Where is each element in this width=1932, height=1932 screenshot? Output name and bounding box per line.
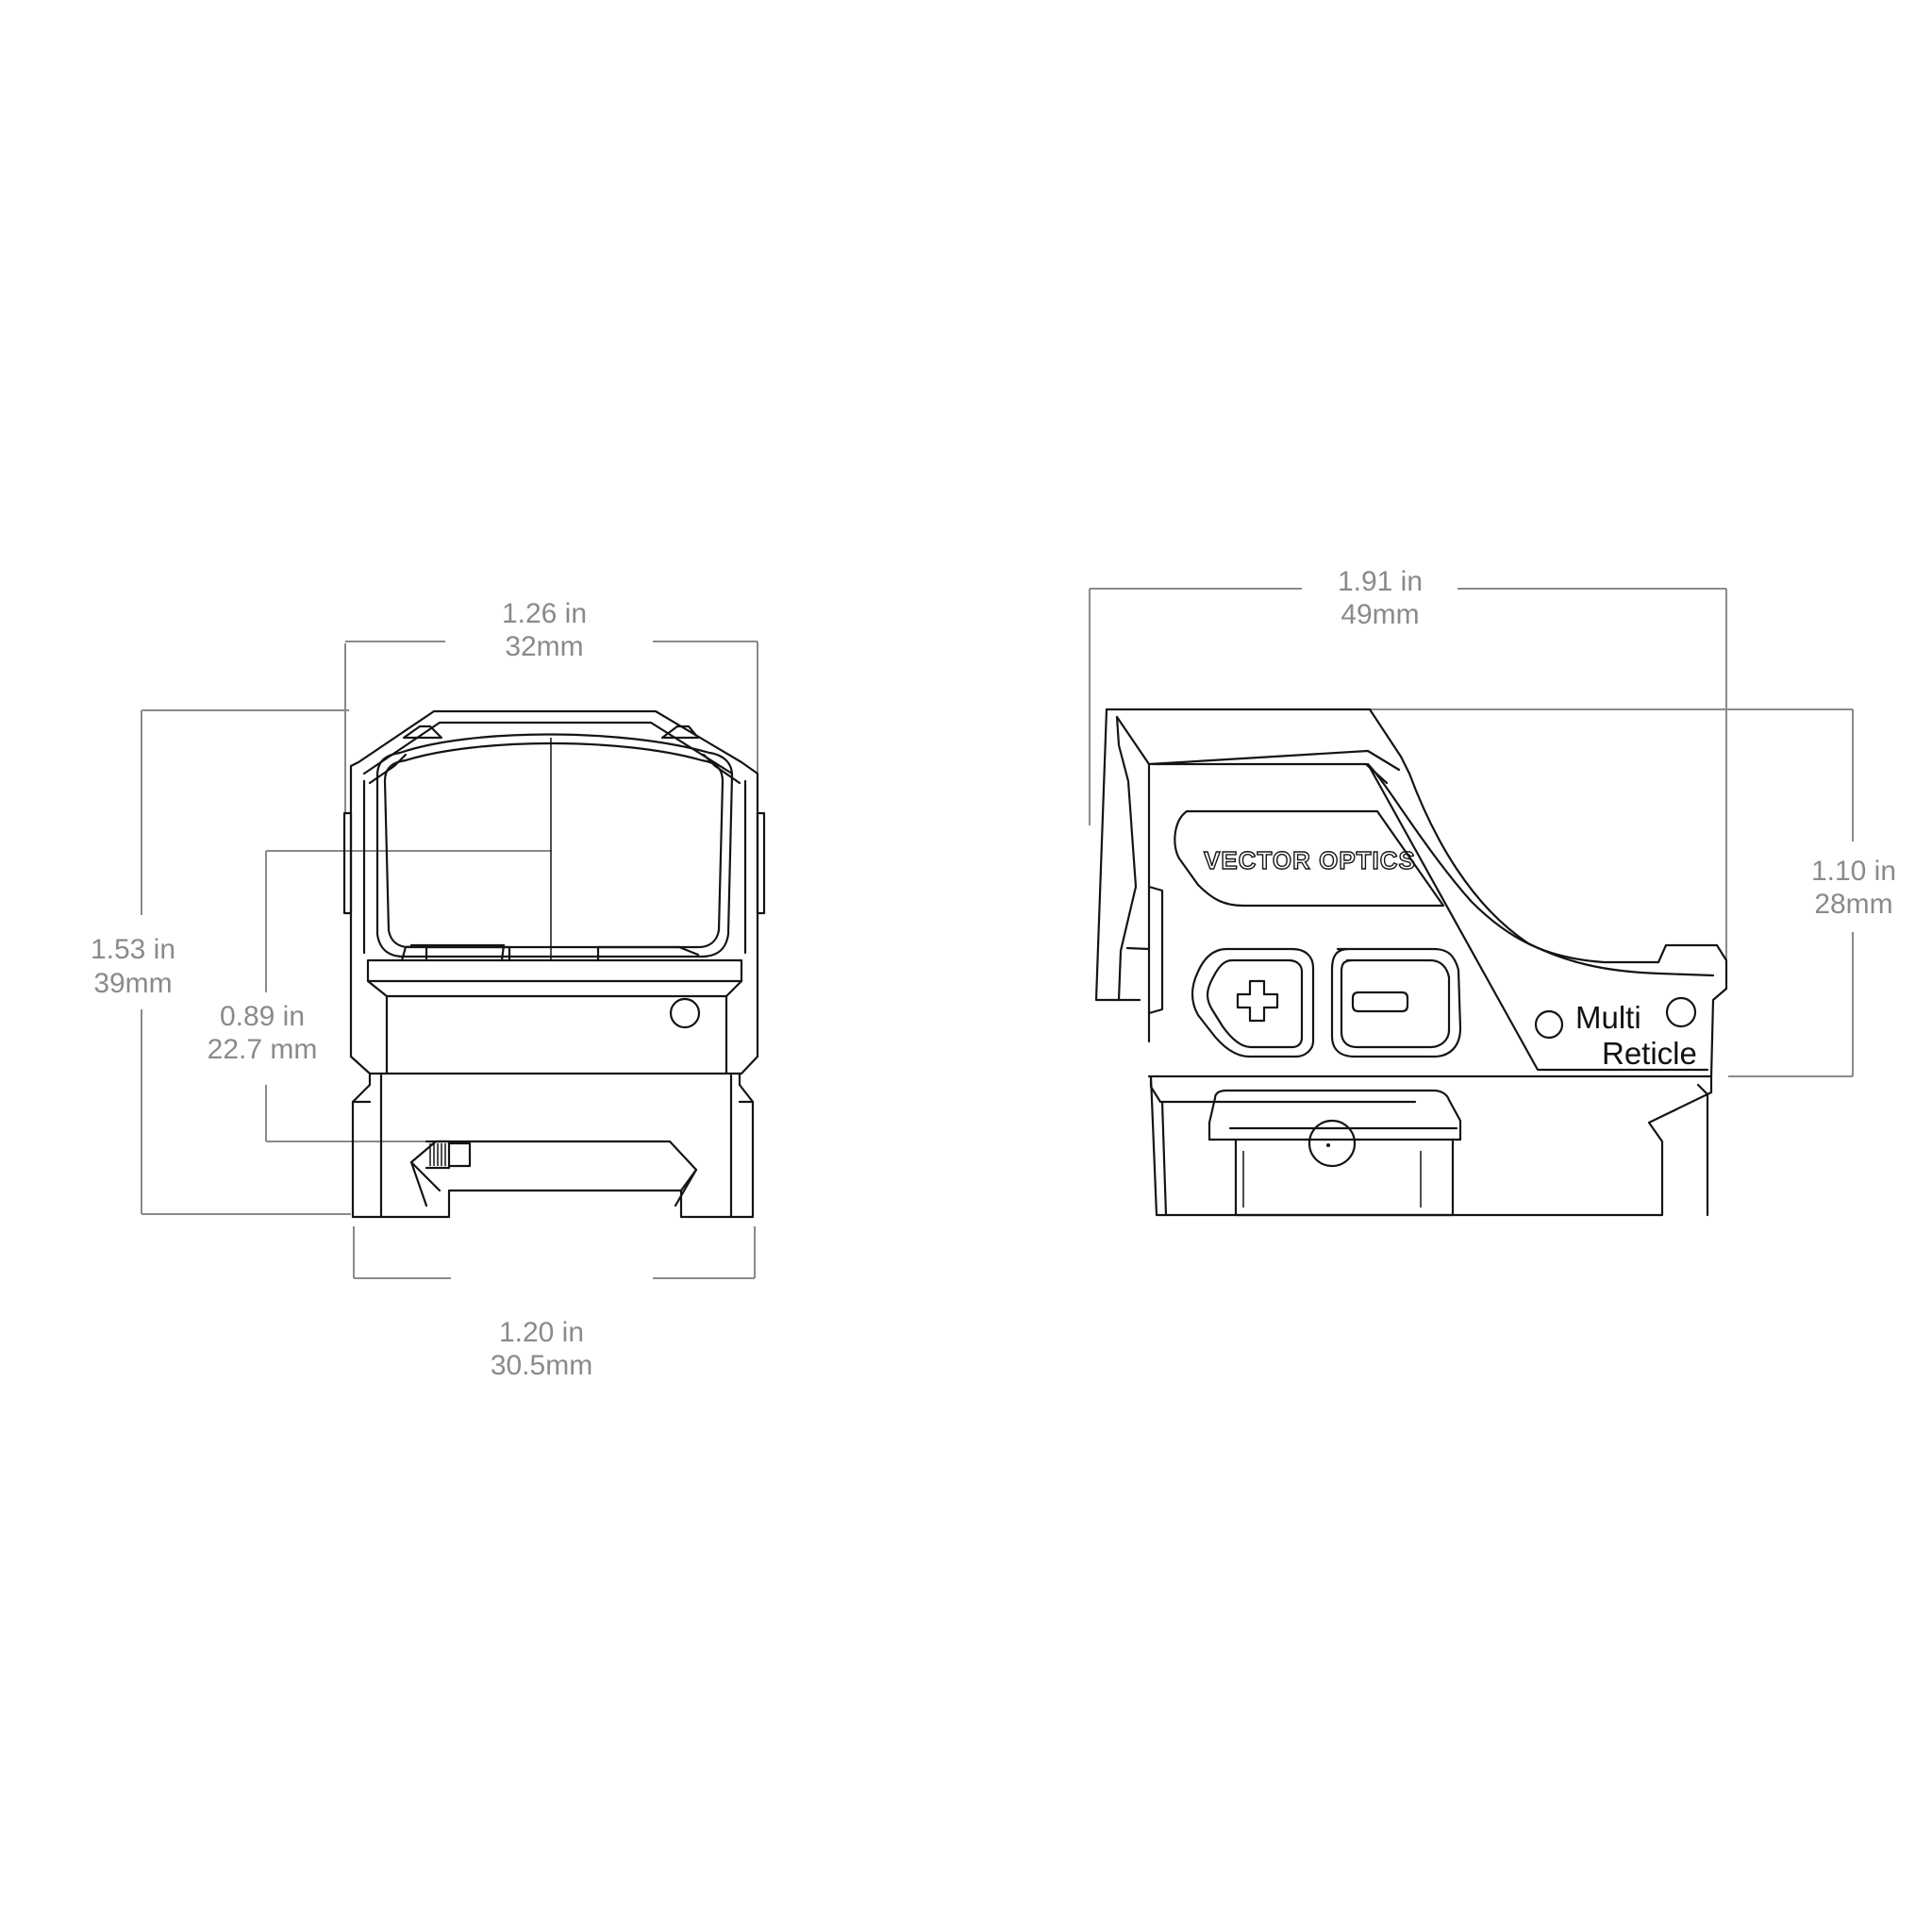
side-height-mm: 28mm [1814,889,1892,920]
front-sight-body [342,709,766,1219]
clamp-screw-icon [1307,1119,1357,1168]
side-height-in: 1.10 in [1811,856,1896,887]
side-brand-plate [1174,809,1445,908]
front-height-mm: 39mm [93,968,172,999]
side-label-reticle: Reticle [1602,1036,1697,1071]
side-view: 1.91 in 49mm 1.10 in 28mm VECTOR OPTICS [1089,566,1896,1217]
side-brand-text: VECTOR OPTICS [1204,846,1416,874]
front-view: 1.26 in 32mm 1.53 in 39mm 0.89 in 22.7 m… [91,598,766,1381]
plus-icon [1236,979,1279,1023]
side-screw-icon [1534,1009,1564,1040]
side-label-multi: Multi [1575,1000,1641,1035]
side-sight-body: VECTOR OPTICS Multi Reticle [1094,708,1728,1217]
front-axis-in: 0.89 in [220,1001,305,1032]
front-width-base-in: 1.20 in [499,1317,584,1348]
front-thread-icon [425,1140,472,1170]
minus-icon [1351,991,1409,1013]
side-dimension-lines [1089,588,1854,1077]
side-screw-icon [1665,996,1697,1028]
plus-button[interactable] [1191,947,1315,1058]
front-width-top-mm: 32mm [505,631,583,662]
side-clamp [1208,1089,1462,1217]
minus-button[interactable] [1330,947,1462,1058]
front-width-top-in: 1.26 in [502,598,587,629]
front-height-in: 1.53 in [91,934,175,965]
front-screw-icon [669,997,701,1029]
side-length-in: 1.91 in [1338,566,1423,597]
front-axis-mm: 22.7 mm [208,1034,318,1065]
front-width-base-mm: 30.5mm [491,1350,592,1381]
side-length-mm: 49mm [1341,599,1419,630]
front-dimension-lines [141,641,758,1279]
front-dimension-labels: 1.26 in 32mm 1.53 in 39mm 0.89 in 22.7 m… [91,598,592,1381]
side-dimension-labels: 1.91 in 49mm 1.10 in 28mm [1338,566,1896,920]
